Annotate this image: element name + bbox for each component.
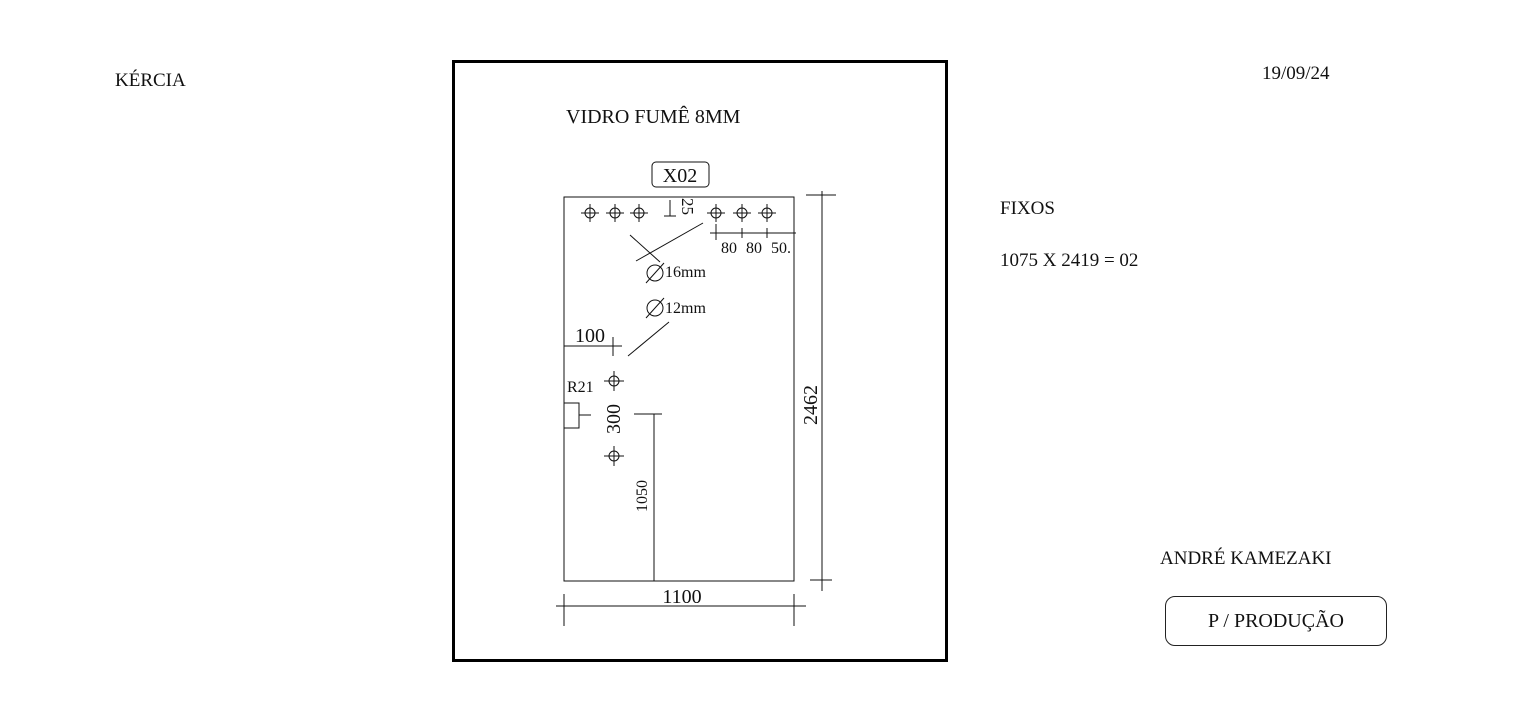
radius-label: R21 — [567, 379, 594, 396]
width-label: 1100 — [662, 586, 701, 608]
drawing-frame — [452, 60, 948, 662]
top-hole-crosshairs — [581, 204, 776, 222]
side-hole-crosshairs — [604, 371, 624, 466]
piece-code: X02 — [663, 165, 697, 187]
dim-50: 50. — [771, 240, 791, 257]
material-label: VIDRO FUMÊ 8MM — [566, 105, 741, 128]
hole-12mm-label: 12mm — [665, 300, 706, 317]
dimensions-label: 1075 X 2419 = 02 — [1000, 250, 1139, 271]
r21-notch — [563, 402, 580, 429]
production-stamp: P / PRODUÇÃO — [1165, 596, 1387, 646]
dim-300: 300 — [603, 404, 625, 434]
height-label: 2462 — [800, 385, 822, 425]
hole-16mm-label: 16mm — [665, 264, 706, 281]
date-label: 19/09/24 — [1262, 63, 1330, 84]
dim-80a: 80 — [721, 240, 737, 257]
category-label: FIXOS — [1000, 198, 1055, 219]
dim-1050: 1050 — [634, 480, 651, 512]
author-name: ANDRÉ KAMEZAKI — [1160, 548, 1332, 569]
glass-panel-outline — [563, 196, 795, 582]
dim-80b: 80 — [746, 240, 762, 257]
client-name: KÉRCIA — [115, 70, 186, 91]
leader-12mm — [627, 321, 670, 357]
piece-code-box — [651, 161, 710, 188]
dim-100: 100 — [575, 325, 605, 347]
leader-16mm — [629, 234, 661, 263]
dim-25: 25 — [678, 198, 697, 215]
